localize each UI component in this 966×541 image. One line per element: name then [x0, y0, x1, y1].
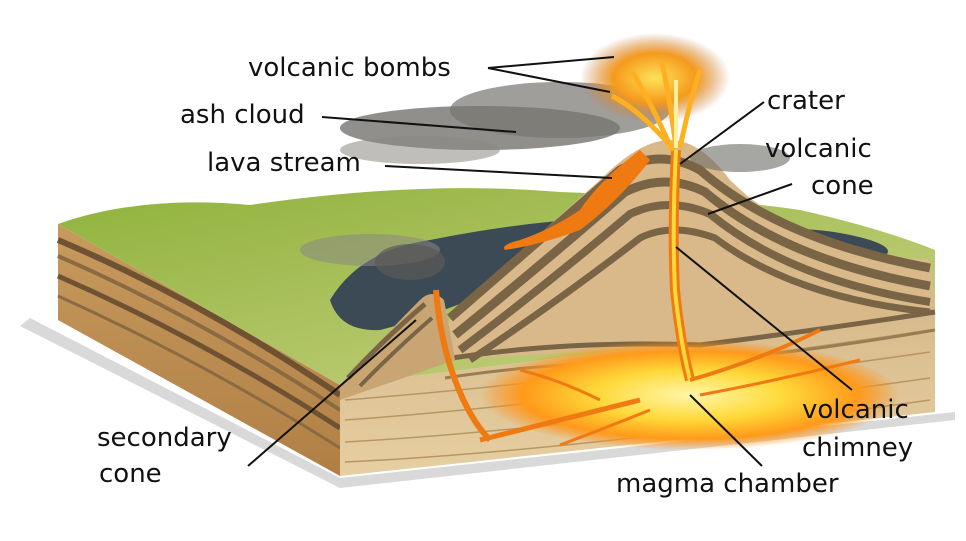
label-crater: crater	[767, 86, 845, 116]
label-ash-cloud: ash cloud	[180, 100, 305, 130]
label-secondary-cone-line2: cone	[99, 459, 162, 489]
secondary-cone-channel	[433, 289, 493, 443]
lava-stream-flow	[504, 150, 650, 250]
eruption-fountain	[610, 61, 703, 152]
label-volcanic-chimney-line2: chimney	[802, 433, 914, 463]
label-lava-stream: lava stream	[207, 148, 361, 178]
label-volcanic-cone-line2: cone	[811, 171, 874, 201]
label-magma-chamber: magma chamber	[616, 469, 839, 499]
main-volcanic-cone	[440, 140, 935, 360]
label-volcanic-bombs: volcanic bombs	[248, 53, 451, 83]
label-secondary-cone-line1: secondary	[97, 423, 232, 453]
label-volcanic-chimney-line1: volcanic	[802, 395, 909, 425]
leader-lines	[247, 56, 853, 467]
label-volcanic-cone-line1: volcanic	[765, 134, 872, 164]
